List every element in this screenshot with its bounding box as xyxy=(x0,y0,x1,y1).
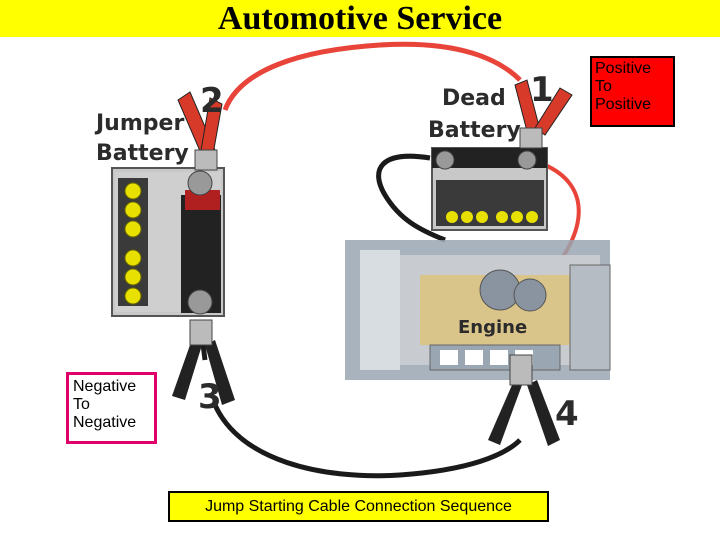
black-cable-engine xyxy=(376,153,446,243)
dead-battery xyxy=(431,147,548,231)
red-cable-top xyxy=(222,41,522,111)
black-cable-bottom xyxy=(212,403,522,479)
step-4-number: 4 xyxy=(555,394,579,434)
positive-callout-line1: Positive xyxy=(595,60,652,77)
positive-callout-line2: To xyxy=(595,78,612,95)
step-2-number: 2 xyxy=(200,81,224,121)
jumper-battery-label-line2: Battery xyxy=(96,141,189,166)
jumper-battery-label-line1: Jumper xyxy=(94,111,184,136)
caption: Jump Starting Cable Connection Sequence xyxy=(168,491,549,522)
engine-label: Engine xyxy=(458,317,527,338)
dead-battery-label-line2: Battery xyxy=(428,118,521,143)
red-clamp-1 xyxy=(514,79,573,149)
step-1-number: 1 xyxy=(530,70,554,110)
negative-callout-line1: Negative xyxy=(73,378,137,395)
negative-to-negative-callout: Negative To Negative xyxy=(66,372,157,444)
red-clamp-2 xyxy=(177,91,223,171)
title-bar xyxy=(0,0,720,37)
jumper-battery xyxy=(111,167,225,317)
negative-callout-line2: To xyxy=(73,396,90,413)
black-clamp-3 xyxy=(172,319,235,405)
dead-battery-label-line1: Dead xyxy=(442,86,506,111)
positive-callout-line3: Positive xyxy=(595,96,652,113)
page-title: Automotive Service xyxy=(217,0,503,37)
black-clamp-4 xyxy=(488,354,560,446)
step-3-number: 3 xyxy=(198,377,222,417)
engine xyxy=(345,240,611,380)
negative-callout-line3: Negative xyxy=(73,414,137,431)
positive-to-positive-callout: Positive To Positive xyxy=(590,56,675,127)
